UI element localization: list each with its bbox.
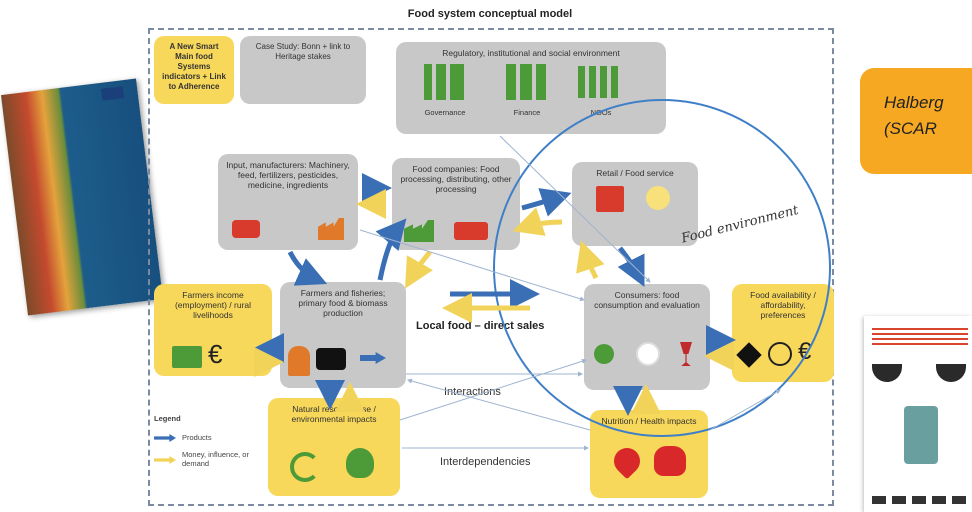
line-regulatory-to-consumers	[499, 135, 651, 283]
thumbnail-footer	[872, 496, 968, 504]
bin-icon	[904, 406, 938, 464]
cow-icon	[316, 348, 346, 370]
farmers-fisheries-text: Farmers and fisheries; primary food & bi…	[298, 288, 388, 318]
diagram-frame	[148, 28, 834, 506]
arrow-farmers-to-companies	[375, 218, 407, 281]
regulatory-title: Regulatory, institutional and social env…	[442, 48, 620, 58]
citation-source: (SCAR	[884, 119, 937, 138]
arrow-companies-to-farmers	[405, 250, 433, 289]
farmer-icon	[288, 346, 310, 376]
consumers-text: Consumers: food consumption and evaluati…	[594, 290, 700, 310]
arrow-inputs-to-farmers	[287, 250, 328, 286]
finance-label: Finance	[513, 108, 541, 117]
nutrition-text: Nutrition / Health impacts	[601, 416, 697, 426]
interactions-label: Interactions	[444, 386, 501, 398]
governance-label: Governance	[424, 108, 466, 117]
euro-icon: €	[208, 339, 223, 369]
retail-box: Retail / Food service	[572, 162, 698, 246]
product-flow-arrows	[254, 173, 736, 416]
money-flow-arrows	[254, 189, 734, 414]
citation-author: Halberg	[884, 93, 944, 112]
smiley-icon	[768, 342, 792, 366]
tree-icon	[346, 448, 374, 478]
plate-icon	[636, 342, 660, 366]
legend-money-label: Money, influence, or demand	[182, 450, 249, 468]
food-availability-box: Food availability / affordability, prefe…	[732, 284, 834, 382]
legend-products-arrow	[154, 434, 176, 442]
retail-text: Retail / Food service	[596, 168, 674, 178]
truck-icon	[454, 222, 488, 240]
factory-icon-orange	[318, 218, 344, 240]
line-resources-to-consumers	[399, 358, 587, 421]
governance-icon	[424, 64, 464, 100]
page-title: Food system conceptual model	[407, 8, 573, 20]
food-companies-text: Food companies: Food processing, distrib…	[400, 164, 512, 194]
fish-arrow-icon	[360, 352, 386, 364]
interaction-lines	[359, 135, 781, 451]
food-environment-circle	[493, 99, 831, 437]
farmers-income-text: Farmers income (employment) / rural live…	[174, 290, 252, 320]
factory-icon-green	[404, 220, 434, 242]
legend-title: Legend	[154, 414, 181, 423]
arrow-consumers-to-retail	[576, 240, 605, 280]
finance-icon	[506, 64, 546, 100]
interdependencies-label: Interdependencies	[440, 456, 531, 468]
line-inputs-to-consumers	[359, 229, 585, 302]
line-nutrition-to-availability	[709, 389, 781, 431]
thumbnail-red-text	[872, 328, 968, 348]
farmers-income-box: Farmers income (employment) / rural live…	[154, 284, 272, 376]
farmers-fisheries-box: Farmers and fisheries; primary food & bi…	[280, 282, 406, 388]
bowl-icon-right	[936, 364, 966, 382]
consumers-box: Consumers: food consumption and evaluati…	[584, 284, 710, 390]
nutrition-box: Nutrition / Health impacts	[590, 410, 708, 498]
food-companies-box: Food companies: Food processing, distrib…	[392, 158, 520, 250]
euro-icon-2: €	[798, 338, 812, 365]
lungs-icon	[654, 446, 686, 476]
legend-products-label: Products	[182, 433, 212, 442]
arrow-companies-to-retail	[521, 188, 572, 217]
local-food-label: Local food – direct sales	[416, 320, 545, 332]
apple-icon	[594, 344, 614, 364]
arrow-retail-to-companies	[512, 207, 563, 236]
food-service-icon	[646, 186, 670, 210]
note-case-study: Case Study: Bonn + link to Heritage stak…	[240, 36, 366, 104]
legend: Legend Products Money, influence, or dem…	[154, 414, 264, 494]
recycle-icon	[290, 452, 320, 482]
food-availability-text: Food availability / affordability, prefe…	[750, 290, 816, 320]
regulatory-environment-box: Regulatory, institutional and social env…	[396, 42, 666, 134]
legend-money-arrow	[154, 456, 176, 464]
report-thumbnail-right	[864, 316, 972, 512]
tractor-icon	[232, 220, 260, 238]
shop-icon	[596, 186, 624, 212]
citation-badge: Halberg (SCAR	[860, 68, 972, 174]
line-nutrition-to-farmers	[407, 378, 591, 431]
bowl-icon-left	[872, 364, 902, 382]
farm-icon	[172, 346, 202, 368]
note-smart-indicators: A New Smart Main food Systems indicators…	[154, 36, 234, 104]
inputs-text: Input, manufacturers: Machinery, feed, f…	[226, 160, 350, 190]
ngo-people-icon	[578, 66, 622, 98]
input-manufacturers-box: Input, manufacturers: Machinery, feed, f…	[218, 154, 358, 250]
